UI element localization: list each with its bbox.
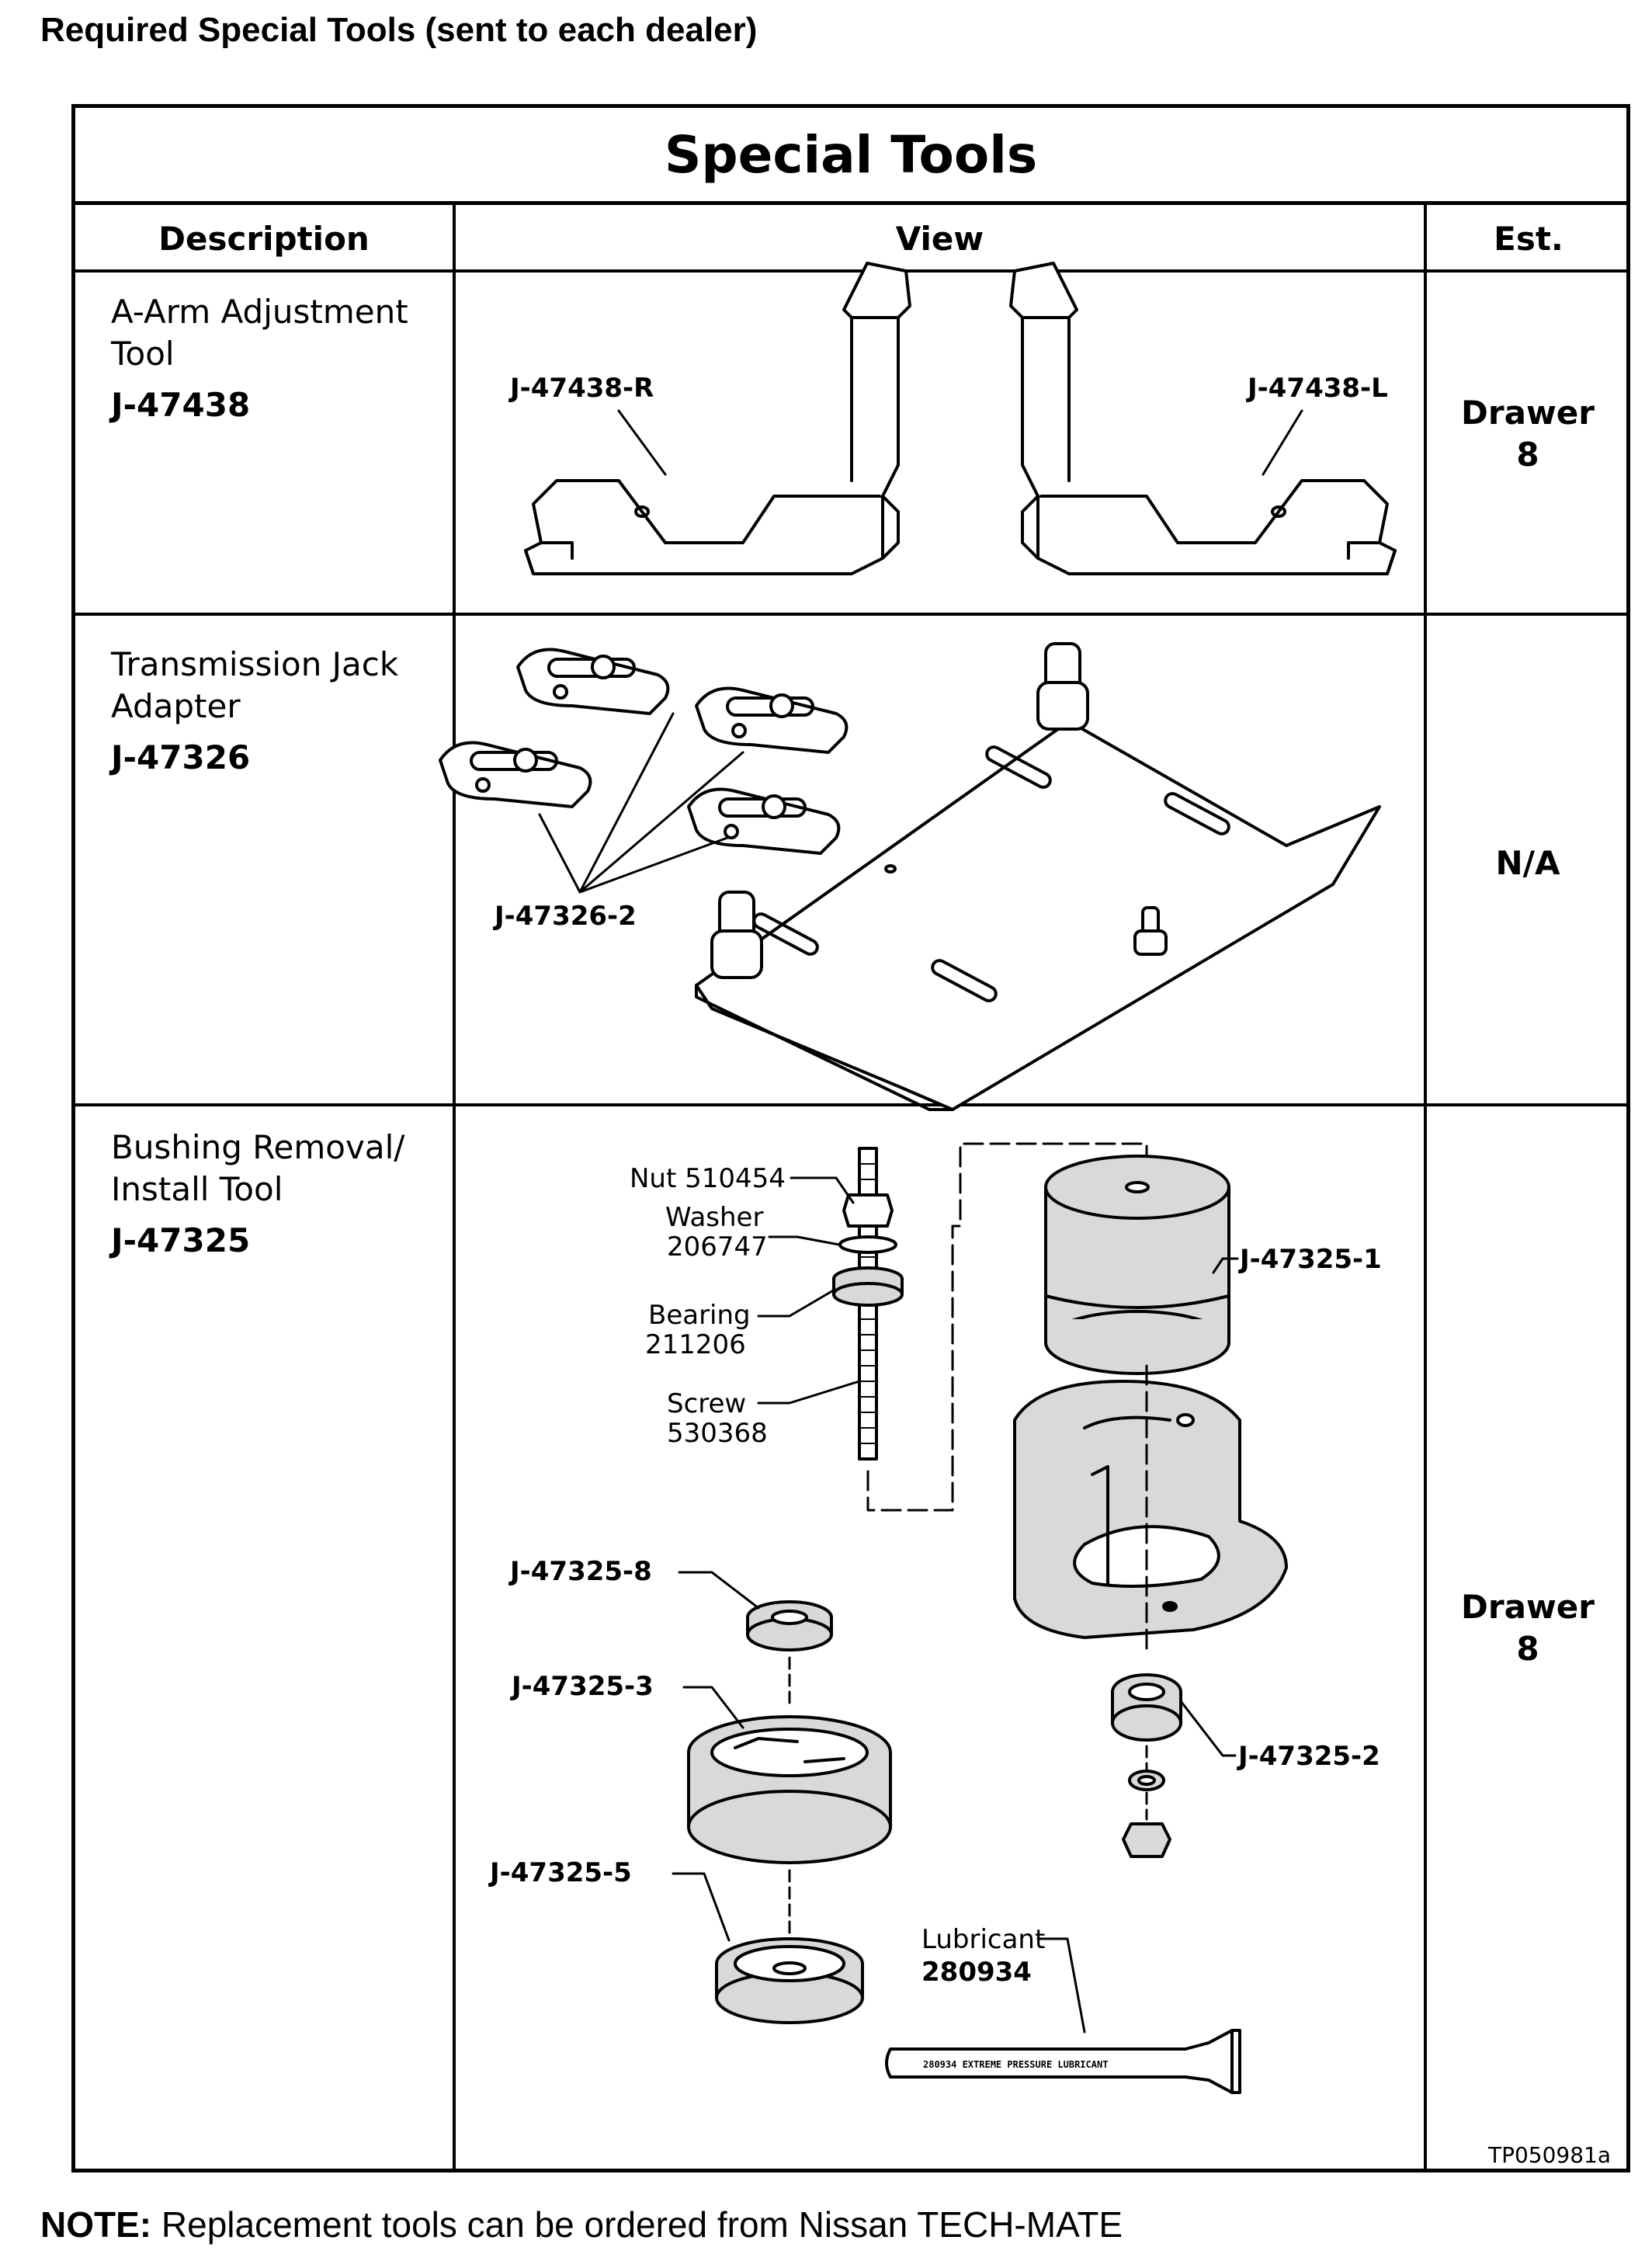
c-frame-illustration xyxy=(1013,1380,1288,1639)
special-tools-table: Special Tools Description View Est. A-Ar… xyxy=(71,104,1630,2172)
tool-part-number: J-47438 xyxy=(111,386,251,424)
spacer-illustration xyxy=(746,1600,833,1652)
title-divider xyxy=(75,201,1626,205)
support-cup-illustration xyxy=(715,1937,864,2024)
callout-p2: J-47325-2 xyxy=(1237,1741,1380,1772)
callout-p5: J-47325-5 xyxy=(488,1857,632,1888)
callout-nut: Nut 510454 xyxy=(630,1163,786,1194)
callout-a-arm-left: J-47438-L xyxy=(1246,373,1388,404)
header-divider xyxy=(75,269,1626,273)
callout-p1: J-47325-1 xyxy=(1238,1244,1382,1275)
table-title: Special Tools xyxy=(664,124,1038,185)
tool-name: Bushing Removal/ Install Tool xyxy=(111,1128,405,1208)
column-header-est: Est. xyxy=(1494,219,1564,258)
row-divider-2 xyxy=(75,1103,1626,1106)
row-jack-adapter-est: N/A xyxy=(1495,844,1560,882)
lower-nut-icon xyxy=(1122,1822,1171,1858)
callout-line-l xyxy=(1262,409,1303,476)
note-label: NOTE: xyxy=(40,2204,152,2245)
installer-cup-illustration xyxy=(687,1715,892,1864)
callout-jack-clamps: J-47326-2 xyxy=(493,901,637,932)
callout-screw-number: 530368 xyxy=(667,1418,768,1449)
callout-bearing-number: 211206 xyxy=(645,1329,746,1360)
a-arm-bracket-left-illustration xyxy=(1009,262,1397,575)
lubricant-tube-illustration xyxy=(885,2029,1241,2094)
callout-washer-label: Washer xyxy=(665,1202,763,1233)
lubricant-tube-text: 280934 EXTREME PRESSURE LUBRICANT xyxy=(923,2059,1108,2070)
receiver-bearing-illustration xyxy=(1111,1673,1182,1858)
column-header-description: Description xyxy=(158,219,370,258)
receiver-cup-illustration xyxy=(1044,1155,1230,1375)
callout-lines-clamps xyxy=(538,712,744,894)
jack-adapter-clamps-illustration xyxy=(439,648,849,855)
jack-adapter-plate-illustration xyxy=(695,642,1381,1111)
tool-part-number: J-47325 xyxy=(111,1221,251,1259)
nut-icon xyxy=(842,1193,894,1228)
washer-icon xyxy=(838,1235,897,1254)
callout-lubricant-number: 280934 xyxy=(921,1957,1032,1988)
callout-lubricant-label: Lubricant xyxy=(921,1924,1045,1955)
row-a-arm-description: A-Arm Adjustment Tool J-47438 xyxy=(111,291,468,424)
callout-p8: J-47325-8 xyxy=(508,1556,652,1587)
row-a-arm-est: Drawer 8 xyxy=(1461,394,1595,474)
tool-part-number: J-47326 xyxy=(111,738,251,776)
callout-p3: J-47325-3 xyxy=(510,1671,654,1702)
row-jack-adapter-description: Transmission Jack Adapter J-47326 xyxy=(111,644,468,776)
row-divider-1 xyxy=(75,613,1626,616)
page-heading: Required Special Tools (sent to each dea… xyxy=(40,11,758,49)
note-text: Replacement tools can be ordered from Ni… xyxy=(151,2204,1123,2245)
assembly-path-line xyxy=(866,1142,1148,1512)
callout-screw-label: Screw xyxy=(667,1388,746,1419)
a-arm-bracket-right-illustration xyxy=(524,262,911,575)
col-divider-2 xyxy=(1424,203,1427,2169)
col-divider-1 xyxy=(453,203,456,2169)
callout-bearing-label: Bearing xyxy=(648,1300,751,1331)
column-header-view: View xyxy=(895,219,984,258)
row-bushing-tool-est: Drawer 8 xyxy=(1461,1588,1595,1668)
callout-washer-number: 206747 xyxy=(667,1231,768,1263)
callout-line-r xyxy=(617,409,667,476)
screw-illustration xyxy=(832,1147,904,1460)
tool-name: A-Arm Adjustment Tool xyxy=(111,293,408,373)
row-bushing-tool-description: Bushing Removal/ Install Tool J-47325 xyxy=(111,1127,468,1259)
callout-a-arm-right: J-47438-R xyxy=(508,373,654,404)
tool-illustrations: J-47438-R J-47438-L J-47326-2 Nut 510454… xyxy=(439,262,1397,2094)
footer-note: NOTE: Replacement tools can be ordered f… xyxy=(40,2204,1123,2245)
figure-id: TP050981a xyxy=(1488,2142,1612,2168)
tool-name: Transmission Jack Adapter xyxy=(111,645,399,725)
